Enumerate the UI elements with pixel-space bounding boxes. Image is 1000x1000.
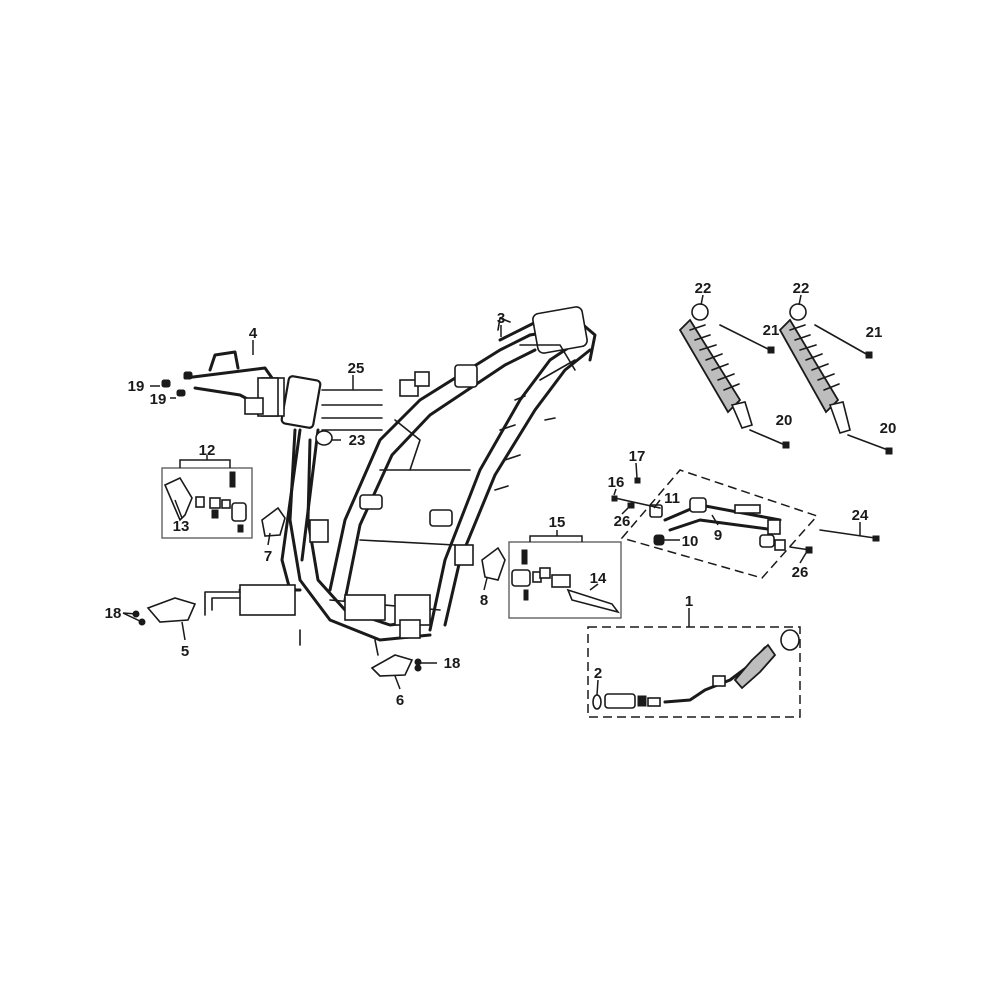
callout-22-b: 22: [793, 280, 810, 297]
long-bolts: [321, 389, 383, 431]
callout-21-a: 21: [763, 322, 780, 339]
callout-26-b: 26: [792, 564, 809, 581]
callout-20-a: 20: [776, 412, 793, 429]
callout-25: 25: [348, 360, 365, 377]
callout-9: 9: [714, 527, 722, 544]
callout-13: 13: [173, 518, 190, 535]
bolt-18-right: [414, 658, 422, 666]
callout-1: 1: [685, 593, 693, 610]
callout-19-a: 19: [128, 378, 145, 395]
callout-20-b: 20: [880, 420, 897, 437]
main-frame: [204, 306, 597, 656]
leader-lines: [122, 294, 861, 696]
callout-19-b: 19: [150, 391, 167, 408]
callout-12: 12: [199, 442, 216, 459]
callout-3: 3: [497, 310, 505, 327]
shock-absorber-right: [778, 303, 893, 455]
footrest-5: [146, 597, 197, 623]
callout-15: 15: [549, 514, 566, 531]
callout-18-a: 18: [105, 605, 122, 622]
footrest-6: [370, 654, 414, 677]
side-stand-group-12: [163, 471, 247, 533]
callout-22-a: 22: [695, 280, 712, 297]
bushing-23: [315, 430, 333, 446]
bolt-18-right-2: [414, 664, 422, 672]
callout-17: 17: [629, 448, 646, 465]
bracket-8: [481, 546, 506, 581]
engine-hanger-parts: [611, 477, 880, 554]
callout-5: 5: [181, 643, 189, 660]
bracket-7: [261, 506, 286, 537]
part-12-group-box: [161, 467, 253, 539]
callout-26-a: 26: [614, 513, 631, 530]
front-bracket-assembly: [161, 350, 279, 417]
callout-21-b: 21: [866, 324, 883, 341]
callout-16: 16: [608, 474, 625, 491]
callout-24: 24: [852, 507, 869, 524]
callout-10: 10: [682, 533, 699, 550]
callout-8: 8: [480, 592, 488, 609]
part-1-group-box: [587, 626, 801, 718]
callout-18-b: 18: [444, 655, 461, 672]
engine-hanger-group-box: [620, 469, 819, 579]
callout-2: 2: [594, 665, 602, 682]
callout-23: 23: [349, 432, 366, 449]
callout-4: 4: [249, 325, 258, 342]
shock-absorber-left: [678, 303, 790, 449]
breather-hose-assembly: [592, 629, 800, 710]
callout-6: 6: [396, 692, 404, 709]
main-stand-group-15: [511, 549, 621, 614]
callout-labels: 4 3 25 23 19 19 12 13 7 15 14 8 18 5 18 …: [105, 280, 897, 709]
callout-11: 11: [664, 490, 680, 507]
callout-14: 14: [590, 570, 607, 587]
callout-7: 7: [264, 548, 272, 565]
part-15-group-box: [508, 541, 622, 619]
